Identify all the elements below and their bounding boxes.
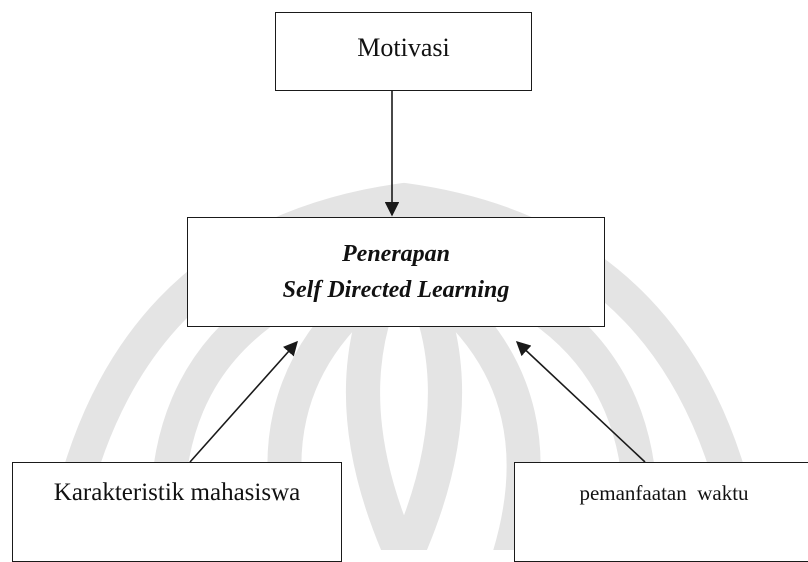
node-motivasi-label: Motivasi	[357, 33, 450, 62]
node-pemanfaatan-waktu-label: pemanfaatan waktu	[579, 481, 749, 505]
arrow-karakteristik-to-sdl	[189, 340, 298, 463]
node-motivasi: Motivasi	[275, 12, 532, 91]
node-pemanfaatan-waktu: pemanfaatan waktu	[514, 462, 808, 562]
node-penerapan-sdl-line1: Penerapan	[342, 241, 450, 267]
connector-layer	[189, 91, 646, 463]
node-penerapan-sdl: Penerapan Self Directed Learning	[187, 217, 605, 327]
diagram-canvas: Motivasi Penerapan Self Directed Learnin…	[12, 12, 808, 562]
node-karakteristik-mahasiswa-label: Karakteristik mahasiswa	[53, 479, 301, 506]
arrow-waktu-to-sdl	[515, 341, 646, 463]
node-penerapan-sdl-line2: Self Directed Learning	[282, 277, 510, 303]
node-karakteristik-mahasiswa: Karakteristik mahasiswa	[12, 462, 342, 562]
